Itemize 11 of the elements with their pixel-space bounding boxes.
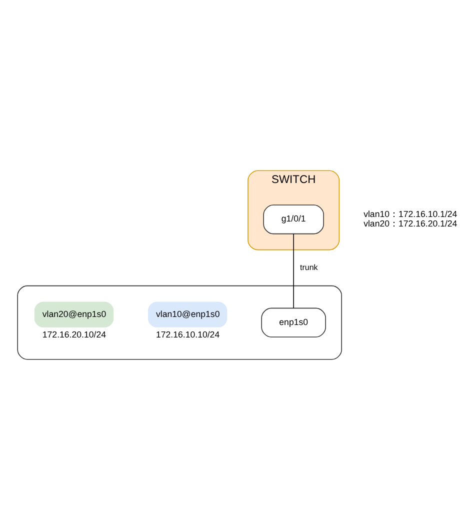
- node-label: 172.16.20.10/24: [42, 330, 106, 340]
- node-box: g1/0/1: [263, 204, 324, 234]
- node-box: vlan20@enp1s0: [34, 302, 114, 328]
- cluster: [17, 285, 342, 360]
- node-box: vlan10@enp1s0: [148, 302, 228, 328]
- edge-label: trunk: [300, 263, 318, 272]
- connector: [293, 234, 294, 308]
- node-label: vlan10：172.16.10.1/24: [364, 208, 458, 219]
- node-label: vlan20：172.16.20.1/24: [364, 218, 458, 228]
- node-label: 172.16.10.10/24: [156, 330, 220, 340]
- node-box: enp1s0: [261, 308, 326, 338]
